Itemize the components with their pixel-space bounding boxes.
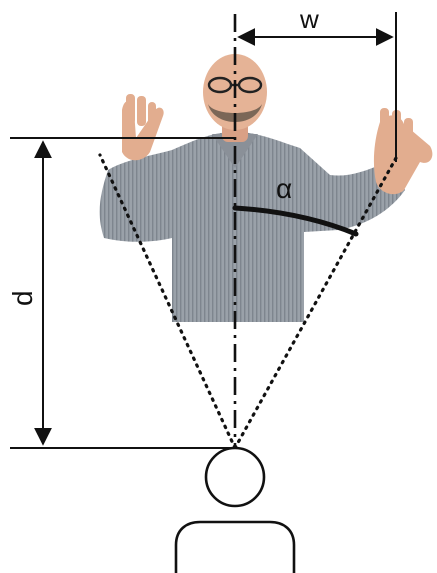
fov-left-boundary — [98, 153, 237, 450]
person-figure — [99, 54, 433, 322]
angle-arc — [232, 205, 359, 237]
angle-label: α — [276, 173, 292, 204]
person-torso — [99, 132, 406, 322]
right-hand — [373, 108, 433, 195]
observer-icon — [174, 446, 296, 573]
distance-label: d — [7, 290, 38, 306]
observer-head-icon — [204, 446, 266, 508]
width-label: w — [299, 4, 319, 34]
left-hand — [122, 94, 164, 161]
observer-shoulders-icon — [174, 520, 296, 573]
fov-right-boundary — [233, 156, 398, 450]
